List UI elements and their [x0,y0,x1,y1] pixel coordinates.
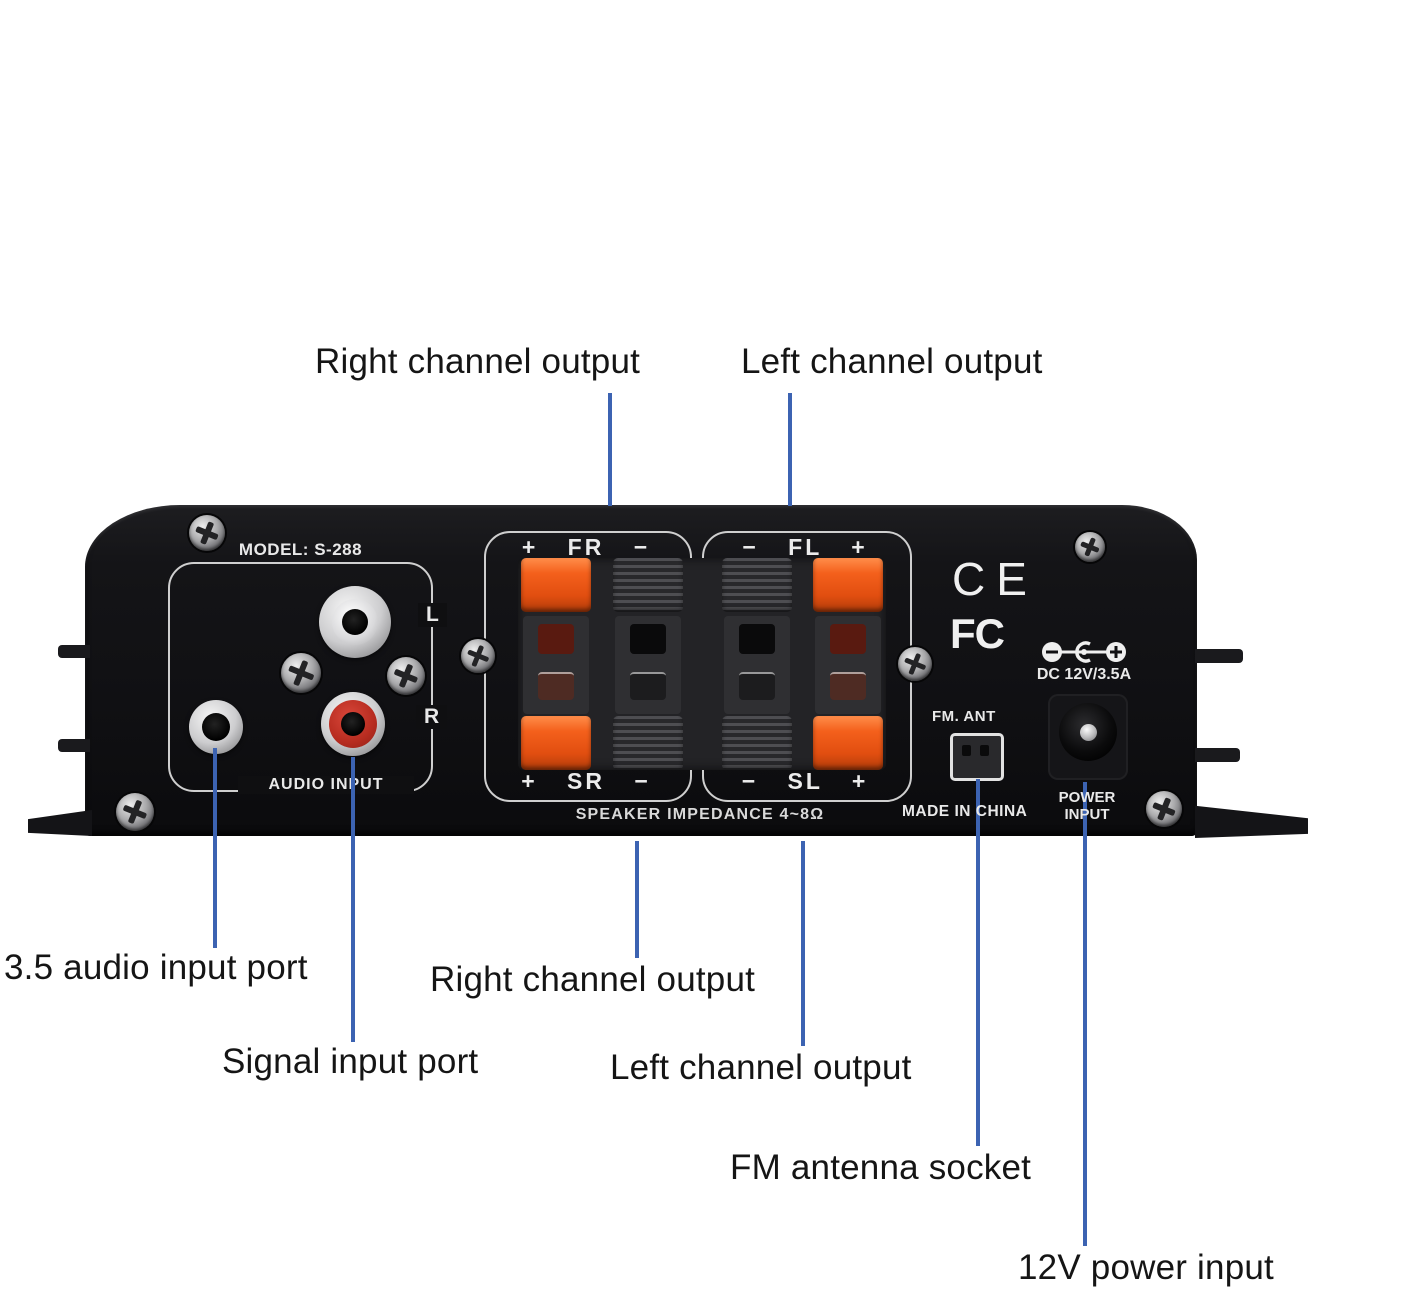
label-left-channel-output-top: Left channel output [741,342,1043,381]
power-input-jack [1048,694,1128,780]
callout-line-left-channel-top [788,393,792,506]
fcc-mark: FC [950,610,1005,657]
mounting-flange-left [28,810,92,836]
screw [1146,791,1182,827]
label-35-audio-input-port: 3.5 audio input port [4,948,308,987]
aux-35mm-jack [189,700,243,754]
callout-line-right-channel-bottom [635,841,639,958]
callout-line-left-channel-bottom [801,841,805,1046]
power-input-label: POWER INPUT [1058,789,1116,823]
rca-jack-right [321,692,385,756]
terminal-column-fr [521,558,591,770]
right-channel-letter: R [416,705,448,729]
fm-antenna-socket [950,733,1004,781]
screw [281,653,321,693]
terminal-label-sl: − SL + [741,768,869,794]
label-signal-input-port: Signal input port [222,1042,479,1081]
ce-mark: CE [952,553,1038,605]
callout-line-35-audio [213,748,217,948]
label-fm-antenna-socket: FM antenna socket [730,1148,1032,1187]
dc-polarity-icon [1042,641,1126,663]
screw [461,639,495,673]
screw [898,647,932,681]
speaker-terminal-block [518,558,886,770]
callout-line-right-channel-top [608,393,612,506]
audio-input-title: AUDIO INPUT [238,776,414,794]
fm-ant-text: FM. ANT [932,708,996,725]
made-in-china-text: MADE IN CHINA [902,803,1028,820]
label-right-channel-output-top: Right channel output [315,342,641,381]
callout-line-power-input [1083,782,1087,1246]
terminal-column-fl [813,558,883,770]
terminal-column-fr-neg [613,558,683,770]
label-right-channel-output-bottom: Right channel output [430,960,756,999]
screw [387,657,425,695]
heatsink-fin [1195,649,1243,663]
screw [189,515,225,551]
label-left-channel-output-bottom: Left channel output [610,1048,912,1087]
terminal-column-fl-neg [722,558,792,770]
rca-jack-left [319,586,391,658]
screw [1075,532,1105,562]
callout-line-fm-antenna [976,779,980,1146]
terminal-label-fl: − FL + [742,534,868,560]
left-channel-letter: L [418,603,447,627]
impedance-text: SPEAKER IMPEDANCE 4~8Ω [575,806,825,823]
model-text: MODEL: S-288 [238,540,363,559]
heatsink-fin [58,739,90,752]
mounting-flange-right [1195,805,1308,838]
heatsink-fin [1195,748,1240,762]
callout-line-signal-input [351,757,355,1042]
label-12v-power-input: 12V power input [1018,1248,1274,1287]
heatsink-fin [58,645,90,658]
terminal-label-sr: + SR − [521,768,651,794]
terminal-label-fr: + FR − [521,534,651,560]
screw [116,793,154,831]
dc-rating-text: DC 12V/3.5A [1036,666,1132,683]
